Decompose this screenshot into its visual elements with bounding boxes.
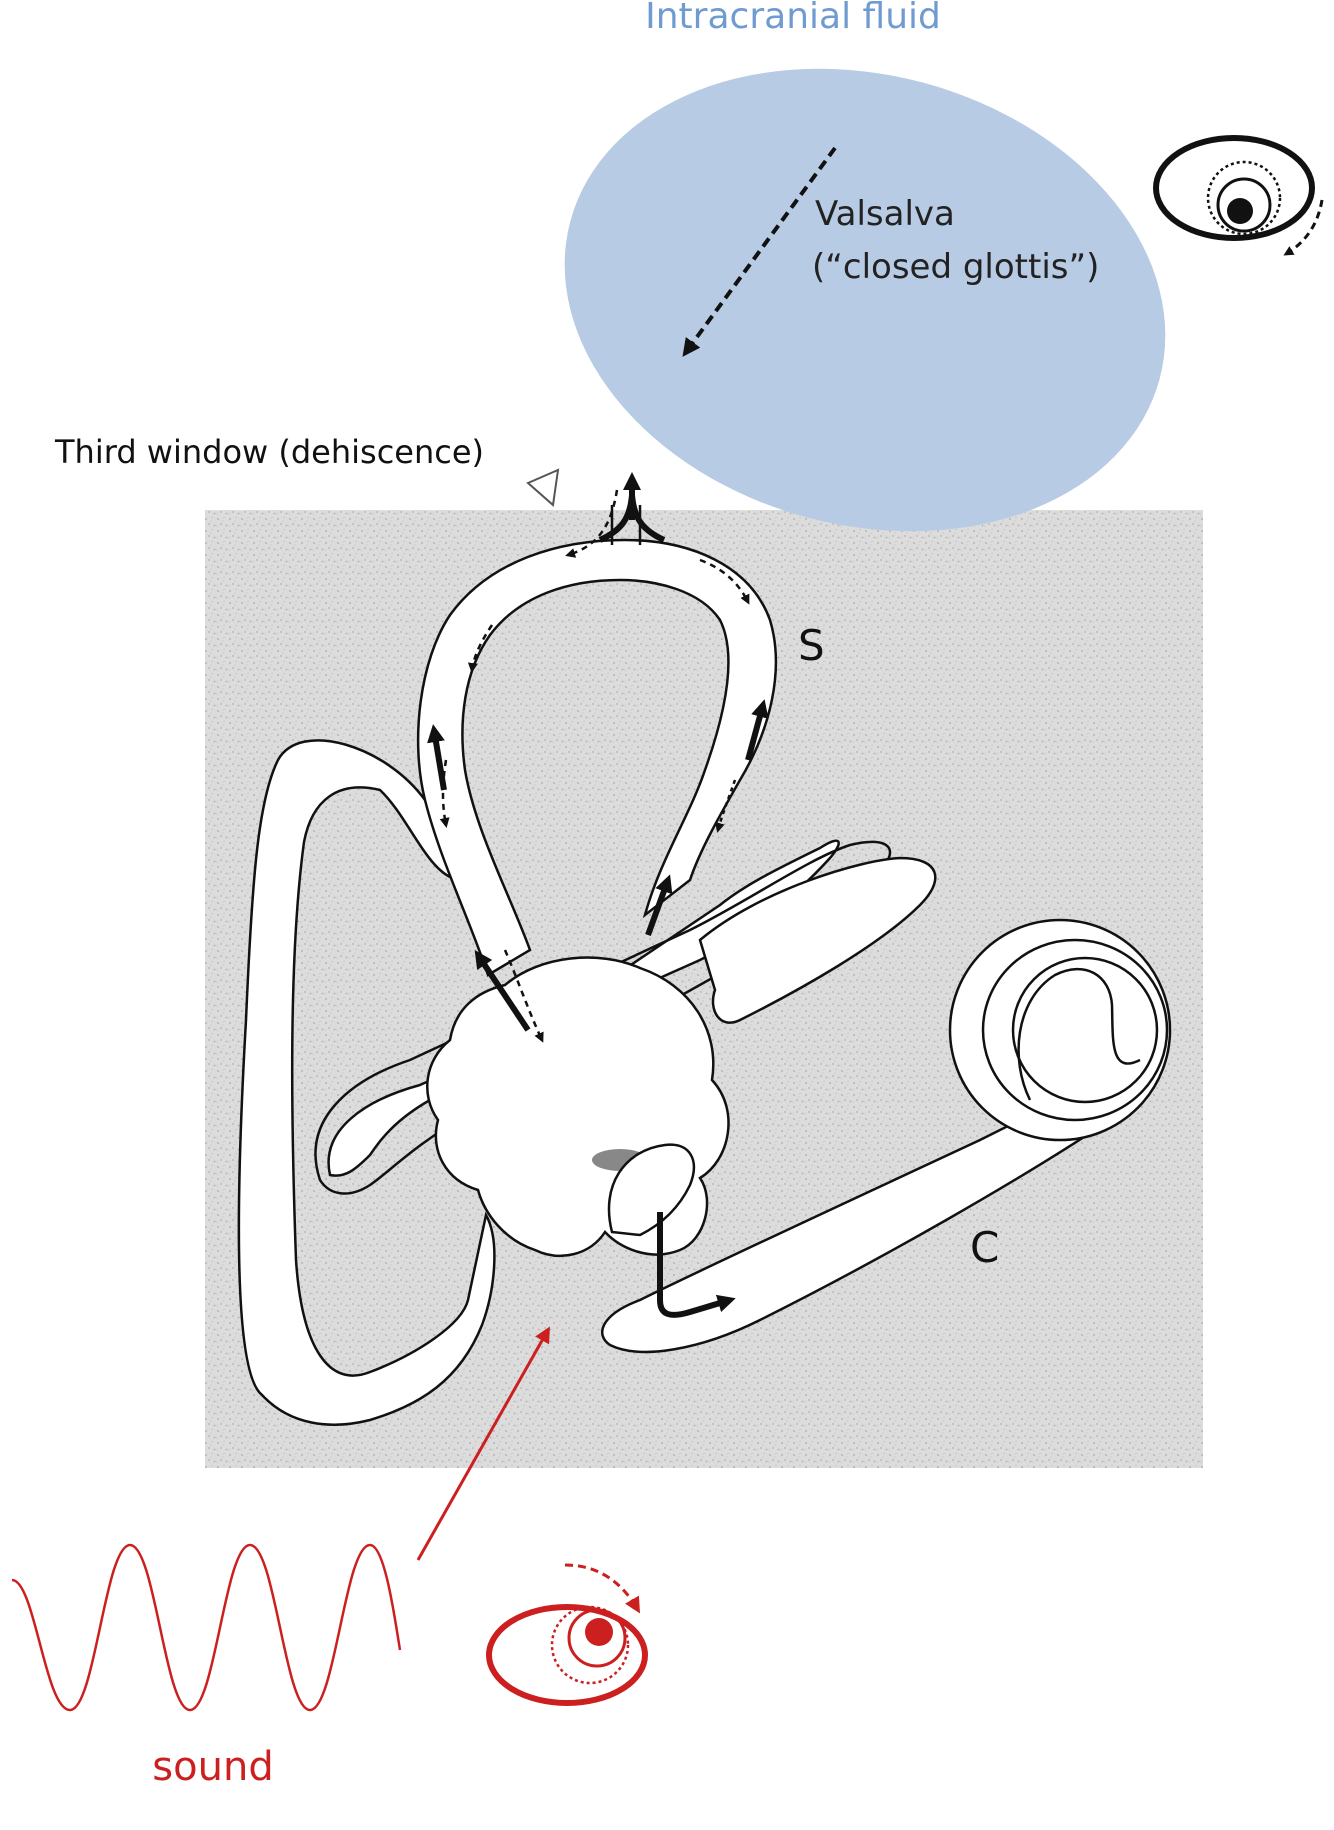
superior-canal-label: S [798,621,825,670]
eye-icon [486,1604,648,1706]
dashed-flow-arrow [467,624,494,673]
eye-rotation-arrow [1283,199,1324,256]
dashed-flow-arrow [699,558,750,605]
cochlea-label: C [970,1223,999,1272]
closed-glottis-label: (“closed glottis”) [812,247,1099,287]
eye-icon [1153,135,1315,241]
posterior-canal-outer [314,840,892,1195]
intracranial-fluid-region [564,68,1166,532]
dashed-flow-arrow [714,779,737,833]
dashed-flow-arrow [439,759,450,828]
valsalva-arrow [682,146,837,357]
cochlear-flow-arrow [657,1212,736,1318]
intracranial-fluid-label: Intracranial fluid [645,0,941,37]
cochlea [948,918,1172,1142]
bold-flow-arrow [474,950,531,1032]
anterior-canal-ampulla [698,856,937,1024]
bold-flow-arrow [745,699,769,761]
sound-arrow [416,1326,550,1561]
open-triangle-icon [526,468,560,507]
valsalva-label: Valsalva [815,194,955,234]
third-window-label: Third window (dehiscence) [54,433,484,471]
lateral-canal [237,739,496,1426]
sound-label: sound [152,1744,273,1790]
round-window-lobe [607,1143,696,1237]
bold-flow-arrow [427,724,447,791]
sine-wave-icon [11,1543,402,1712]
dashed-flow-arrow [503,949,544,1043]
eye-rotation-arrow [564,1563,641,1614]
superior-canal [416,538,778,977]
bold-flow-arrow [645,874,673,937]
